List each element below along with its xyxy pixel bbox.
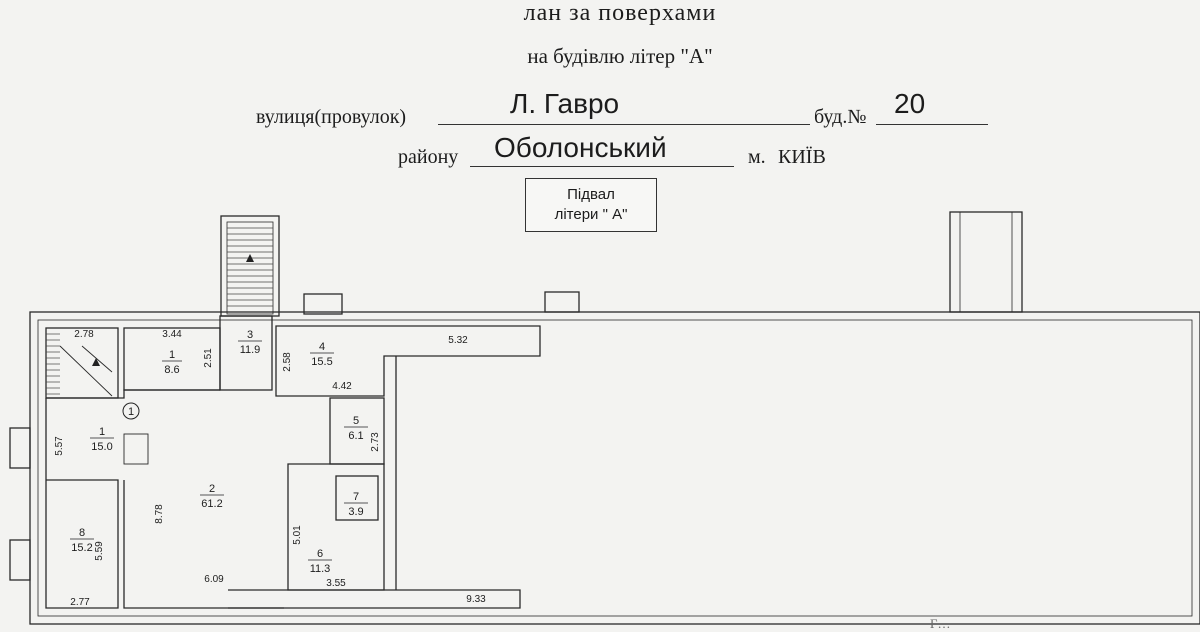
room-1b-area: 15.0 [91, 441, 112, 453]
left-stair-treads [46, 333, 60, 395]
room-1b-number: 1 [99, 426, 105, 438]
dim-251: 2.51 [203, 348, 214, 368]
chimney-inner [959, 211, 1013, 313]
district-value: Оболонський [494, 132, 667, 163]
vent-left [303, 293, 343, 315]
room-2-area: 61.2 [201, 498, 222, 510]
dim-277: 2.77 [70, 597, 90, 608]
stair-tower-inner [226, 221, 274, 315]
city-value: КИЇВ [778, 146, 826, 168]
district-label: району [398, 146, 459, 168]
marker-label: 1 [128, 406, 134, 418]
room-4-area: 15.5 [311, 356, 332, 368]
street-underline [438, 124, 810, 125]
dim-559: 5.59 [94, 541, 105, 561]
stair-diagonals [59, 345, 113, 397]
stair-treads [227, 227, 273, 307]
room-7-area: 3.9 [348, 506, 363, 518]
room-8-area: 15.2 [71, 542, 92, 554]
stair-tower [220, 215, 280, 317]
room-6-number: 6 [317, 548, 323, 560]
dim-501: 5.01 [292, 525, 303, 545]
city-label: м. [748, 146, 766, 168]
dim-557: 5.57 [54, 436, 65, 456]
dim-878: 8.78 [154, 504, 165, 524]
room-6-area: 11.3 [310, 563, 331, 575]
street-label: вулиця(провулок) [256, 106, 407, 128]
plan-walls [9, 211, 1200, 625]
room-1b-walls [45, 389, 220, 609]
building-underline [876, 124, 988, 125]
room-5-area: 6.1 [348, 430, 363, 442]
room-1a-area: 8.6 [164, 364, 179, 376]
room-7-number: 7 [353, 491, 359, 503]
marker-circle [122, 402, 140, 420]
stair-arrow-icon [246, 254, 254, 262]
plan-title: лан за поверхами [523, 0, 717, 26]
room-2-number: 2 [209, 483, 215, 495]
room-1a-number: 1 [169, 349, 175, 361]
room-7-walls [335, 475, 379, 521]
dim-278: 2.78 [74, 329, 94, 340]
building-label: буд.№ [814, 106, 867, 128]
dim-442: 4.42 [332, 381, 352, 392]
south-corridor [228, 589, 521, 609]
dim-933: 9.33 [466, 594, 486, 605]
street-value: Л. Гавро [510, 88, 620, 119]
pit-lower [9, 539, 31, 581]
dim-273: 2.73 [370, 432, 381, 452]
left-stair-arrow-icon [92, 358, 100, 366]
chimney [949, 211, 1023, 313]
building-value: 20 [894, 88, 926, 119]
dimension-labels: 2.78 3.44 2.51 2.58 5.32 4.42 5.57 2.73 … [54, 329, 486, 608]
floor-label-line2: літери " А" [554, 206, 628, 223]
district-underline [470, 166, 734, 167]
room-4-number: 4 [319, 341, 325, 353]
plan-subtitle: на будівлю літер "А" [527, 44, 713, 68]
room-3-number: 3 [247, 329, 253, 341]
footer-fragment: Г… [930, 616, 951, 631]
inner-wall-line [37, 319, 1193, 617]
room-labels: 1 8.6 1 15.0 2 61.2 3 11.9 4 15.5 5 6.1 … [70, 329, 368, 575]
vent-middle [544, 291, 580, 313]
dim-344: 3.44 [162, 329, 182, 340]
dim-355: 3.55 [326, 578, 346, 589]
dim-609: 6.09 [204, 574, 224, 585]
floor-label-line1: Підвал [567, 186, 615, 203]
room-3-walls [219, 315, 273, 391]
room-8-number: 8 [79, 527, 85, 539]
fixture [123, 433, 149, 465]
dim-532: 5.32 [448, 335, 468, 346]
floor-label-box: Підвал літери " А" [525, 178, 657, 232]
room-4-walls [275, 325, 541, 397]
pit-upper [9, 427, 31, 469]
room-3-area: 11.9 [240, 344, 261, 356]
dim-258: 2.58 [282, 352, 293, 372]
room-5-number: 5 [353, 415, 359, 427]
